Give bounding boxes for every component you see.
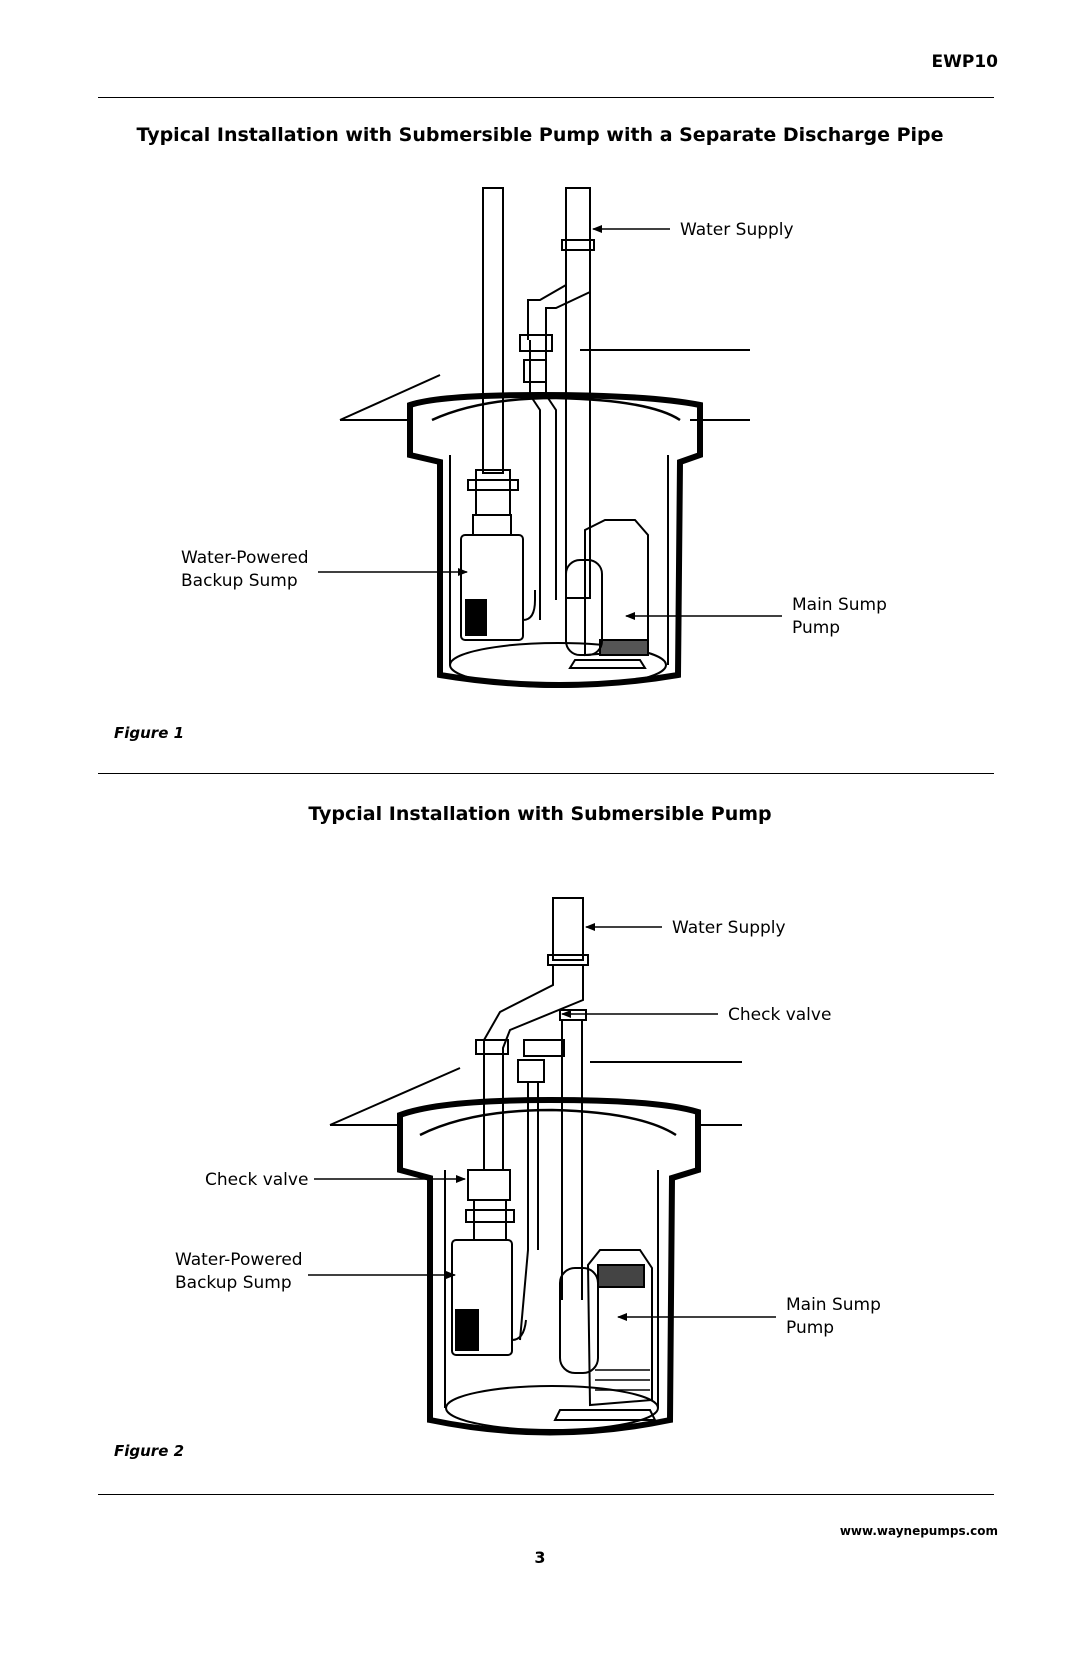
figure2-diagram: Water Supply Check valve Check valve Wat… [175,897,881,1436]
backup-pump-1 [460,469,536,641]
header-rule [98,97,994,98]
fig2-main-label-1: Main Sump [786,1295,881,1315]
figure1-title: Typical Installation with Submersible Pu… [136,124,944,146]
figure2-title: Typcial Installation with Submersible Pu… [308,803,772,825]
page-number: 3 [534,1548,546,1567]
fig1-backup-label-2: Backup Sump [181,571,298,591]
fig2-main-label-2: Pump [786,1318,834,1338]
fig1-main-label-1: Main Sump [792,595,887,615]
footer-url: www.waynepumps.com [839,1524,998,1538]
main-pump-2 [553,1249,657,1421]
mid-rule [98,773,994,774]
model-number: EWP10 [931,52,998,72]
fig2-check-valve-top-label: Check valve [728,1005,831,1025]
figure2-label: Figure 2 [114,1442,185,1460]
fig2-check-valve-left-label: Check valve [205,1170,308,1190]
sump-basin-2 [329,1061,742,1436]
fig1-main-label-2: Pump [792,618,840,638]
fig1-backup-label-1: Water-Powered [181,548,309,568]
fig1-water-supply-label: Water Supply [680,220,794,240]
figure1-diagram: Water Supply Water-Powered Backup Sump M… [181,187,887,688]
fig2-backup-label-2: Backup Sump [175,1273,292,1293]
figure1-label: Figure 1 [114,724,185,742]
main-pump-1 [565,519,649,669]
footer-rule [98,1494,994,1495]
sump-basin [339,349,750,688]
discharge-pipes-2 [475,897,589,1341]
backup-pump-2 [451,1169,527,1356]
discharge-pipes [482,187,595,620]
fig2-water-supply-label: Water Supply [672,918,786,938]
fig2-backup-label-1: Water-Powered [175,1250,303,1270]
